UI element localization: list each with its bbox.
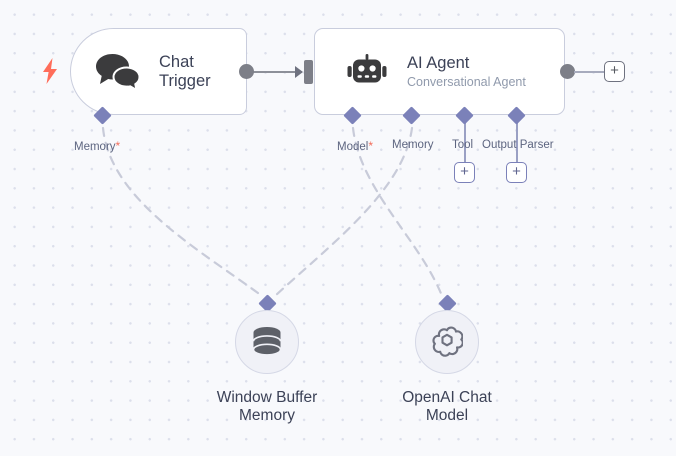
port-label-text: Memory	[74, 141, 116, 153]
ai-agent-output-stub	[574, 71, 604, 73]
add-tool-button[interactable]: +	[454, 162, 475, 183]
openai-logo-icon	[431, 326, 463, 358]
chat-trigger-output-dot[interactable]	[239, 64, 254, 79]
chat-trigger-text: Chat Trigger	[159, 53, 211, 90]
database-icon	[252, 326, 282, 358]
ai-agent-memory-port-label: Memory	[392, 139, 434, 151]
required-marker: *	[368, 139, 373, 153]
ai-agent-input-arrow	[295, 66, 303, 78]
ai-agent-output-dot[interactable]	[560, 64, 575, 79]
ai-agent-tool-port-label: Tool	[452, 139, 474, 151]
connection-trigger-memory-to-buffer	[101, 126, 264, 298]
ai-agent-subtitle: Conversational Agent	[407, 74, 526, 89]
node-openai-chat-model[interactable]	[415, 310, 479, 374]
robot-icon	[347, 53, 387, 90]
required-marker: *	[115, 139, 121, 153]
ai-agent-title: AI Agent	[407, 54, 470, 73]
ai-agent-tool-stem	[464, 118, 466, 163]
openai-chat-model-label: OpenAI Chat Model	[402, 389, 492, 424]
add-node-after-agent-button[interactable]: +	[604, 61, 625, 82]
ai-agent-input-tab[interactable]	[304, 60, 313, 84]
chat-trigger-title: Chat Trigger	[159, 53, 211, 90]
node-window-buffer-memory[interactable]	[235, 310, 299, 374]
ai-agent-model-port-label: Model*	[337, 139, 373, 153]
chat-trigger-memory-port-label: Memory*	[74, 139, 120, 153]
lightning-bolt-icon	[42, 58, 58, 89]
window-buffer-memory-label: Window Buffer Memory	[216, 389, 318, 424]
ai-agent-output-parser-port-label: Output Parser	[482, 139, 554, 151]
node-chat-trigger[interactable]: Chat Trigger	[70, 28, 247, 115]
chat-bubbles-icon	[95, 52, 141, 92]
port-label-text: Model	[337, 141, 369, 153]
connection-agent-model-to-openai	[351, 126, 444, 298]
node-ai-agent[interactable]: AI Agent Conversational Agent	[314, 28, 565, 115]
connection-agent-memory-to-buffer	[273, 126, 414, 298]
ai-agent-text: AI Agent Conversational Agent	[407, 54, 526, 88]
ai-agent-output-parser-stem	[516, 118, 518, 163]
add-output-parser-button[interactable]: +	[506, 162, 527, 183]
